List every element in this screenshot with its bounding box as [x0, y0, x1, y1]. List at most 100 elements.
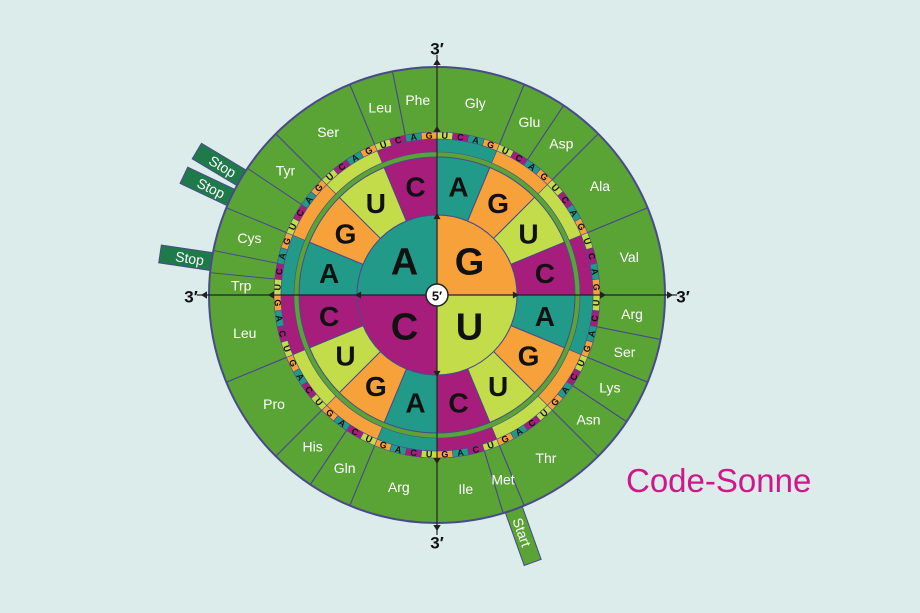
second-base-letter: U	[335, 341, 355, 372]
third-base-letter: A	[303, 194, 315, 206]
second-base-letter: C	[405, 172, 425, 203]
third-base-letter: A	[471, 135, 480, 146]
third-base-letter: G	[538, 171, 550, 183]
third-base-letter: G	[363, 145, 374, 157]
second-base-letter: C	[535, 258, 555, 289]
third-base-letter: U	[486, 439, 495, 451]
third-base-letter: C	[568, 371, 580, 382]
amino-divider	[275, 133, 323, 181]
third-base-letter: G	[591, 283, 601, 290]
axis-arrow	[433, 213, 441, 220]
second-base-letter: C	[448, 387, 468, 418]
third-base-letter: C	[471, 444, 480, 455]
first-base-cell	[356, 294, 438, 376]
amino-divider	[226, 207, 287, 234]
axis-label-top: 3′	[430, 40, 444, 59]
third-base-letter: G	[281, 236, 293, 246]
amino-acid-label: Arg	[388, 479, 410, 495]
second-base-letter: U	[518, 218, 538, 249]
third-base-letter: A	[410, 132, 418, 143]
axis-arrow	[433, 370, 441, 377]
third-base-letter: G	[441, 449, 448, 459]
axis-label-right: 3′	[676, 288, 690, 307]
second-base-letter: A	[319, 258, 339, 289]
third-base-letter: U	[379, 139, 388, 151]
third-base-letter: A	[294, 372, 306, 383]
third-base-letter: G	[500, 433, 511, 445]
third-base-letter: U	[581, 237, 593, 246]
third-base-letter: C	[277, 329, 288, 338]
amino-acid-label: Ala	[590, 178, 610, 194]
second-base-letter: G	[487, 188, 509, 219]
diagram-title: Code-Sonne	[626, 462, 812, 499]
second-base-letter: G	[518, 341, 540, 372]
axis-arrow	[268, 291, 275, 299]
axis-arrow	[433, 524, 441, 531]
amino-divider	[587, 356, 648, 383]
third-base-letter: C	[336, 161, 348, 173]
amino-divider	[498, 84, 525, 145]
amino-acid-label: Cys	[237, 230, 261, 246]
axis-arrow	[512, 291, 519, 299]
third-base-letter: C	[456, 132, 464, 143]
third-base-letter: A	[336, 417, 348, 429]
amino-acid-label: Arg	[621, 306, 643, 322]
amino-divider	[247, 167, 302, 205]
amino-acid-label: Lys	[599, 379, 620, 395]
third-base-letter: C	[410, 447, 418, 458]
third-base-letter: G	[581, 344, 593, 354]
third-base-letter: U	[364, 433, 374, 445]
amino-divider	[309, 430, 347, 485]
amino-acid-label: Glu	[518, 114, 540, 130]
amino-divider	[349, 445, 376, 506]
third-base-letter: G	[425, 131, 432, 141]
axis-arrow	[666, 291, 673, 299]
third-base-letter: C	[559, 194, 571, 206]
amino-acid-label: Ile	[458, 481, 473, 497]
amino-divider	[392, 71, 406, 136]
amino-acid-label: Pro	[263, 396, 285, 412]
amino-divider	[349, 84, 376, 145]
amino-divider	[483, 450, 504, 514]
axes-layer: 5′3′3′3′3′	[184, 40, 690, 553]
first-base-letter: C	[391, 307, 418, 349]
third-base-letter: A	[394, 444, 403, 455]
amino-divider	[210, 272, 275, 280]
third-base-letter: U	[287, 222, 299, 232]
amino-acid-label: Thr	[535, 450, 556, 466]
third-base-letter: U	[591, 299, 601, 306]
amino-divider	[275, 409, 323, 457]
first-base-cell	[436, 214, 518, 296]
second-base-letter: C	[319, 301, 339, 332]
second-base-letter: A	[405, 387, 425, 418]
third-base-letter: C	[274, 267, 285, 275]
amino-divider	[596, 326, 661, 340]
stop-tag-1-label: Stop	[174, 248, 205, 268]
amino-acid-label: Ser	[614, 344, 636, 360]
amino-acid-label: Tyr	[276, 163, 296, 179]
amino-acid-label: Leu	[233, 325, 256, 341]
second-base-letter: G	[365, 371, 387, 402]
third-base-letter: U	[273, 284, 283, 291]
third-base-letter: G	[378, 439, 388, 451]
third-base-letter: U	[313, 396, 325, 408]
third-base-letter: G	[324, 407, 336, 419]
third-base-letter: C	[303, 384, 315, 396]
axis-arrow	[355, 291, 362, 299]
third-base-letter: G	[575, 221, 587, 232]
axis-arrow	[433, 457, 441, 464]
first-base-cell	[356, 214, 438, 296]
amino-acid-label: Trp	[231, 277, 252, 293]
amino-divider	[551, 409, 599, 457]
third-base-letter: C	[394, 135, 403, 146]
third-base-letter: A	[589, 268, 600, 276]
axis-arrow	[201, 291, 208, 299]
third-base-letter: U	[538, 407, 550, 419]
amino-divider	[226, 356, 287, 383]
third-base-letter: G	[273, 299, 283, 306]
amino-acid-label: Gln	[334, 460, 356, 476]
amino-divider	[213, 250, 278, 264]
third-base-letter: U	[500, 145, 510, 157]
second-base-letter: A	[448, 172, 468, 203]
